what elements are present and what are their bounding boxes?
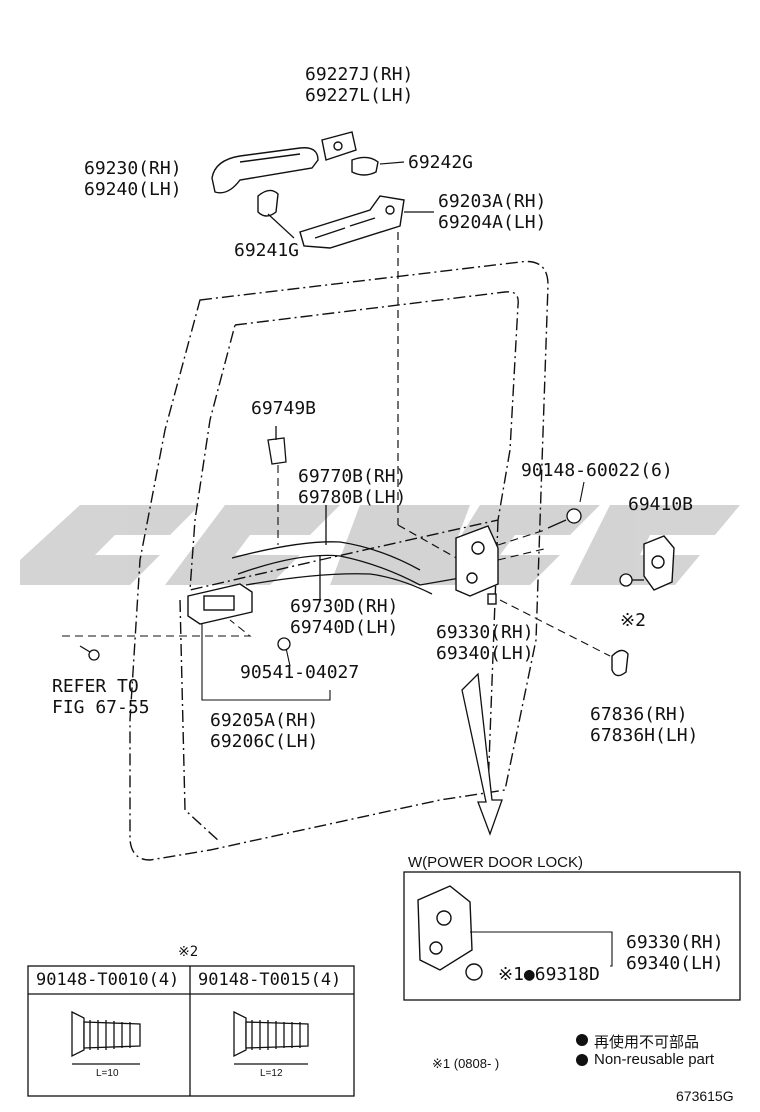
screw-illustration-1 [71,1010,141,1065]
outside-handle [211,147,319,194]
label-mark2: ※2 [620,610,646,631]
door-lock [455,525,499,605]
label-line: 67836H(LH) [590,725,699,746]
label-line: 69227J(RH) [305,64,414,85]
label-line: 69730D(RH) [290,596,399,617]
screw-length-1: L=10 [96,1068,119,1079]
label-line: 69780B(LH) [298,487,407,508]
power-lock-drawing [417,885,483,981]
screw-illustration-2 [233,1010,309,1065]
figure-id: 673615G [676,1088,734,1104]
grommet [611,649,629,677]
label-69230: 69230(RH) 69240(LH) [84,158,182,200]
label-90148: 90148-60022(6) [521,460,673,481]
label-69227: 69227J(RH) 69227L(LH) [305,64,413,106]
label-line: 69340(LH) [626,953,724,974]
label-line: 69204A(LH) [438,212,547,233]
label-69770: 69770B(RH) 69780B(LH) [298,466,406,508]
label-line: 69227L(LH) [305,85,414,106]
handle-cap [321,131,357,161]
label-90541: 90541-04027 [240,662,360,683]
screw-90148 [547,508,582,529]
handle-frame [299,195,405,249]
label-line: 69203A(RH) [438,191,547,212]
clip-refer [79,645,100,661]
bullet-icon [576,1054,588,1066]
screw-header-2: 90148-T0015(4) [198,970,342,990]
label-69749: 69749B [251,398,317,419]
label-69241: 69241G [234,240,300,261]
label-67836: 67836(RH) 67836H(LH) [590,704,698,746]
power-lock-parts: 69330(RH) 69340(LH) [626,932,724,974]
label-refer: REFER TO FIG 67-55 [52,676,150,718]
gasket-rear [257,189,279,217]
bullet-icon [576,1034,588,1046]
striker-screw [619,573,644,587]
screws-mark: ※2 [178,944,199,960]
label-line: 69230(RH) [84,158,182,179]
label-69205: 69205A(RH) 69206C(LH) [210,710,318,752]
label-line: 69206C(LH) [210,731,319,752]
label-line: 69205A(RH) [210,710,319,731]
gasket-front [351,156,379,176]
label-line: 69340(LH) [436,643,534,664]
label-line: 67836(RH) [590,704,688,725]
cables [231,505,461,600]
label-line: 69240(LH) [84,179,182,200]
screw-length-2: L=12 [260,1068,283,1079]
screw-header-1: 90148-T0010(4) [36,970,180,990]
label-line: 69740D(LH) [290,617,399,638]
legend-jp: 再使用不可部品 [594,1034,700,1051]
label-line: 69330(RH) [436,622,534,643]
arrow-to-inset [461,672,503,836]
legend-en: Non-reusable part [594,1051,715,1068]
power-lock-title: W(POWER DOOR LOCK) [408,854,583,871]
label-69730: 69730D(RH) 69740D(LH) [290,596,398,638]
inside-handle [187,583,253,625]
label-69242: 69242G [408,152,474,173]
label-line: FIG 67-55 [52,697,150,718]
striker [643,535,675,591]
label-line: 69330(RH) [626,932,724,953]
power-lock-subpart: ※1●69318D [498,964,600,985]
legend-note1: ※1 (0808- ) [432,1056,500,1071]
power-lock-box [403,871,741,1001]
label-line: REFER TO [52,676,139,697]
screw-90541 [277,637,291,651]
label-line: 69770B(RH) [298,466,407,487]
screws-table [27,965,355,1097]
label-69330: 69330(RH) 69340(LH) [436,622,534,664]
label-69203: 69203A(RH) 69204A(LH) [438,191,546,233]
watermark-logo [20,505,740,585]
cable-clip [267,426,287,465]
label-69410: 69410B [628,494,694,515]
